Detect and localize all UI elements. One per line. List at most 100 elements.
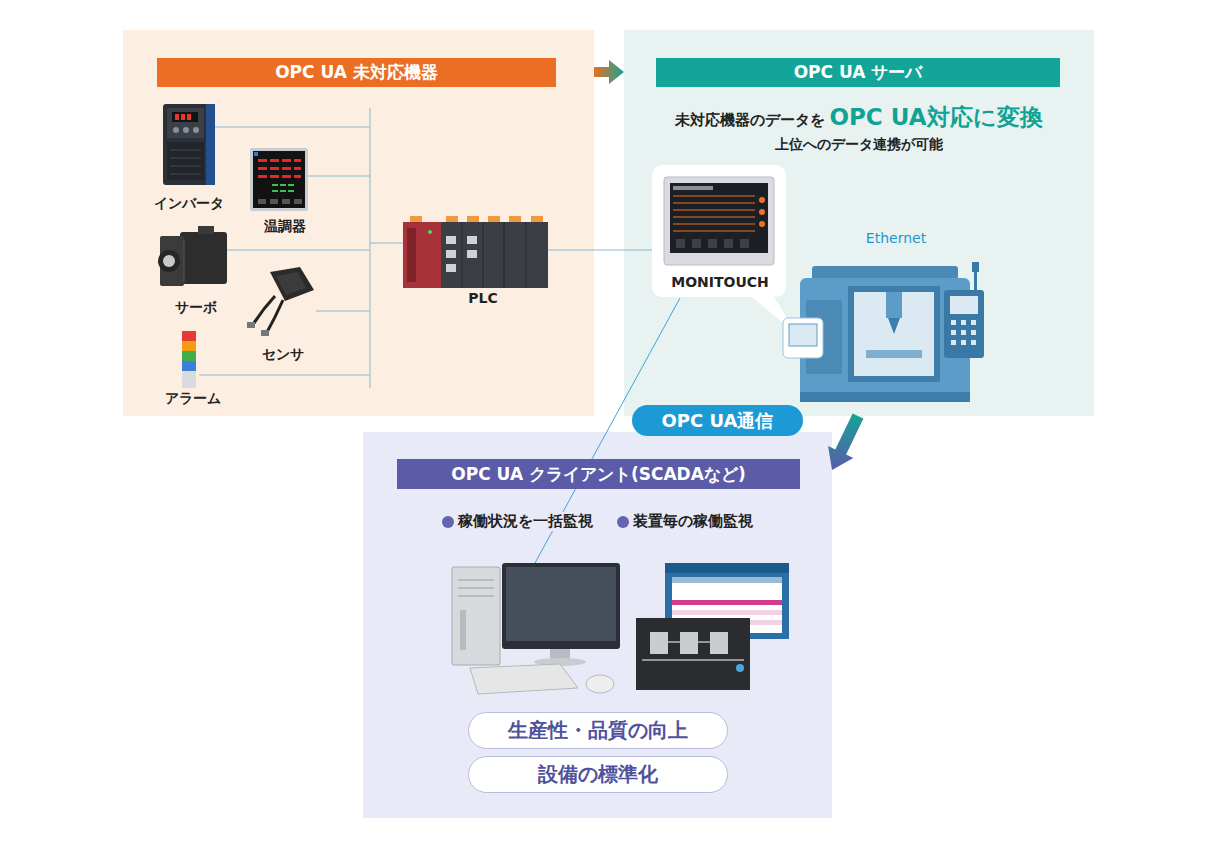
temperature-controller-icon-part (258, 159, 267, 162)
monitouch-device-part (673, 224, 755, 225)
scada-screens-part (672, 600, 782, 605)
inverter-icon-part (170, 166, 201, 167)
machine-tool-icon-part (789, 324, 817, 346)
monitouch-device (652, 165, 797, 334)
temperature-controller-icon-part (282, 175, 291, 178)
device-label: センサ (262, 346, 304, 363)
device-label: アラーム (165, 390, 221, 407)
plc-icon-part (526, 222, 527, 288)
servo-motor-icon-part (158, 250, 180, 272)
monitouch-device-part (673, 217, 755, 218)
region-grounds-part (363, 432, 832, 818)
plc-icon-part (441, 222, 548, 288)
temperature-controller-icon (250, 148, 308, 211)
device-label: PLC (468, 290, 497, 307)
field-wiring-part (308, 176, 370, 177)
scada-screens-part (665, 563, 789, 573)
monitouch-device-part (673, 186, 713, 190)
plc-icon-part (407, 228, 416, 282)
machine-tool-icon-part (812, 266, 958, 280)
pc-icon-part (452, 567, 500, 665)
temperature-controller-icon-part (254, 152, 258, 156)
servo-motor-icon-part (163, 255, 175, 267)
machine-tool-icon-part (971, 330, 976, 335)
plc-icon-part (467, 250, 477, 258)
inverter-icon-part (175, 114, 179, 120)
temperature-controller-icon-part (270, 159, 279, 162)
plc-icon-part (483, 222, 484, 288)
inverter-icon-part (170, 158, 201, 159)
monitouch-device-part (664, 177, 774, 265)
scada-screens-part (736, 664, 744, 672)
text-row: 稼働状況を一括監視装置毎の稼働監視 (363, 512, 832, 532)
sub-text: 上位へのデータ連携が可能 (775, 136, 943, 152)
machine-tool-icon-part (961, 330, 966, 335)
pill-badge: OPC UA通信 (632, 405, 803, 436)
scada-screens-part (642, 660, 744, 661)
plc-icon-part (504, 222, 505, 288)
monitouch-device-part (740, 239, 749, 248)
temperature-controller-icon-part (280, 190, 286, 192)
monitouch-device-part (673, 203, 755, 204)
plc-icon-part (467, 236, 477, 244)
header-band: OPC UA サーバ (656, 58, 1060, 87)
monitouch-device-part (759, 221, 765, 227)
device-label: サーボ (175, 299, 217, 316)
temperature-controller-icon-part (258, 175, 267, 178)
temperature-controller-icon-part (272, 190, 278, 192)
monitouch-device-part (692, 239, 701, 248)
machine-tool-icon-part (886, 292, 902, 318)
pc-icon (452, 563, 620, 694)
signal-tower-icon-part (182, 361, 196, 371)
bullet-text: 稼働状況を一括監視 (458, 512, 593, 531)
sensor-icon-part (276, 272, 306, 295)
temperature-controller-icon-part (282, 159, 291, 162)
node-text: 設備の標準化 (538, 761, 658, 788)
inverter-icon-part (187, 114, 191, 120)
field-wiring-part (215, 127, 370, 128)
field-wiring-part (548, 250, 665, 251)
monitouch-device-part (673, 196, 755, 197)
monitouch-device-part (673, 210, 755, 211)
pc-icon-part (458, 588, 494, 589)
scada-screens-part (710, 632, 728, 654)
temperature-controller-icon-part (294, 167, 301, 170)
plc-icon-part (446, 250, 456, 258)
machine-tool-icon-part (951, 320, 956, 325)
region-panel: OPC UA 未対応機器 (123, 30, 594, 416)
inverter-icon-part (206, 104, 215, 185)
temperature-controller-icon-part (282, 167, 291, 170)
temperature-controller-icon-part (270, 167, 279, 170)
inverter-icon-part (193, 127, 199, 133)
region-panel: OPC UA サーバ未対応機器のデータをOPC UA対応に変換上位へのデータ連携… (624, 30, 1094, 416)
header-band: OPC UA 未対応機器 (157, 58, 556, 87)
servo-motor-icon-part (160, 236, 184, 286)
machine-tool-icon-part (888, 318, 900, 334)
signal-tower-icon-part (182, 371, 196, 388)
temperature-controller-icon-part (294, 175, 301, 178)
flow-arrow (594, 60, 624, 84)
device-label: インバータ (154, 195, 224, 212)
inverter-icon-part (167, 142, 204, 180)
temperature-controller-icon-part (270, 175, 279, 178)
bullet-dot (442, 516, 454, 528)
inverter-icon-part (170, 150, 201, 151)
servo-motor-icon-part (180, 232, 227, 284)
node-text: OPC UA通信 (662, 409, 774, 433)
signal-tower-icon-part (182, 341, 196, 351)
pc-icon-part (470, 664, 578, 694)
monitouch-device-part (673, 231, 755, 232)
inverter-icon-part (172, 112, 198, 122)
text-row: 上位へのデータ連携が可能 (624, 134, 1094, 154)
inverter-icon-part (181, 114, 185, 120)
pc-icon-part (460, 610, 466, 650)
device-label: 温調器 (264, 218, 306, 235)
goal-pill: 設備の標準化 (468, 756, 728, 793)
plc-icon-part (462, 222, 463, 288)
device-label: MONITOUCH (671, 274, 769, 291)
monitouch-device-part (759, 197, 765, 203)
plc-icon (403, 216, 548, 288)
header-band: OPC UA クライアント(SCADAなど) (397, 459, 800, 489)
